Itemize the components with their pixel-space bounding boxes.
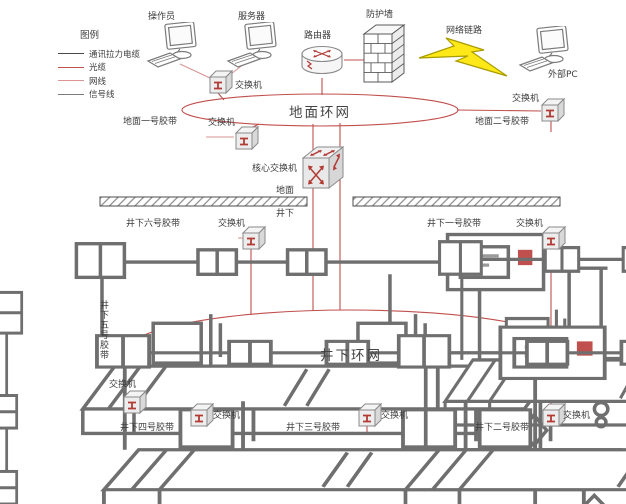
network-cable-line-swatch bbox=[58, 80, 84, 82]
belt-label-under-no1: 井下一号胶带 bbox=[427, 219, 482, 229]
network-link-label: 网络链路 bbox=[446, 26, 483, 36]
router-icon bbox=[301, 45, 343, 75]
switch-icon-under-no5 bbox=[123, 390, 147, 414]
belt-label-under-no5: 井下五号胶带 bbox=[98, 300, 108, 360]
firewall-icon bbox=[363, 24, 405, 83]
belt-label-under-no6: 井下六号胶带 bbox=[126, 219, 181, 229]
switch-icon-top bbox=[209, 70, 233, 94]
core-switch-label: 核心交换机 bbox=[252, 164, 298, 174]
legend-item: 通讯拉力电缆 bbox=[58, 47, 140, 61]
fiber-line-swatch bbox=[58, 66, 84, 68]
external-pc-label: 外部PC bbox=[548, 70, 578, 80]
switch-label-under-no3: 交换机 bbox=[381, 411, 409, 421]
surface-underground-divider-left bbox=[99, 196, 308, 207]
comm-cable-line-swatch bbox=[58, 53, 84, 55]
switch-label-under-no6: 交换机 bbox=[218, 219, 246, 229]
legend: 图例 通讯拉力电缆 光缆 网线 信号线 bbox=[58, 27, 140, 101]
switch-label-under-no1: 交换机 bbox=[516, 219, 544, 229]
belt-label-surface-no1: 地面一号胶带 bbox=[123, 117, 178, 127]
belt-label-under-no4: 井下四号胶带 bbox=[120, 423, 175, 433]
legend-item: 信号线 bbox=[58, 88, 140, 102]
switch-label-surface-no1: 交换机 bbox=[208, 118, 236, 128]
switch-label-under-no5: 交换机 bbox=[109, 380, 137, 390]
surface-underground-divider-right bbox=[352, 196, 561, 207]
switch-icon-surface-no1 bbox=[235, 126, 259, 150]
switch-label-top: 交换机 bbox=[235, 81, 263, 91]
belt-label-surface-no2: 地面二号胶带 bbox=[475, 117, 530, 127]
zone-surface-label: 地面 bbox=[276, 186, 295, 196]
operator-computer-icon bbox=[147, 22, 197, 68]
switch-label-under-no2: 交换机 bbox=[563, 411, 591, 421]
operator-label: 操作员 bbox=[148, 12, 176, 22]
zone-underground-label: 井下 bbox=[276, 209, 295, 219]
switch-icon-under-no6 bbox=[242, 226, 266, 250]
server-label: 服务器 bbox=[238, 12, 266, 22]
external-pc-icon bbox=[519, 26, 569, 72]
switch-label-surface-no2: 交换机 bbox=[512, 94, 540, 104]
legend-item: 网线 bbox=[58, 74, 140, 88]
switch-label-under-no4: 交换机 bbox=[213, 411, 241, 421]
surface-ring-label: 地面环网 bbox=[289, 105, 351, 121]
switch-icon-under-no1 bbox=[542, 226, 566, 250]
router-label: 路由器 bbox=[304, 31, 332, 41]
switch-icon-surface-no2 bbox=[541, 98, 565, 122]
network-link-lightning-icon bbox=[418, 37, 508, 77]
belt-label-under-no2: 井下二号胶带 bbox=[475, 423, 530, 433]
switch-icon-under-no3 bbox=[358, 403, 382, 427]
legend-title: 图例 bbox=[80, 30, 100, 41]
switch-icon-under-no4 bbox=[190, 403, 214, 427]
core-switch-icon bbox=[302, 146, 344, 189]
signal-line-swatch bbox=[58, 93, 84, 95]
switch-icon-under-no2 bbox=[542, 403, 566, 427]
server-computer-icon bbox=[227, 22, 277, 68]
legend-item: 光缆 bbox=[58, 61, 140, 75]
belt-label-under-no3: 井下三号胶带 bbox=[286, 423, 341, 433]
belt-diagram-under-no5 bbox=[0, 292, 29, 504]
underground-ring-label: 井下环网 bbox=[320, 348, 382, 364]
firewall-label: 防护墙 bbox=[366, 10, 394, 20]
